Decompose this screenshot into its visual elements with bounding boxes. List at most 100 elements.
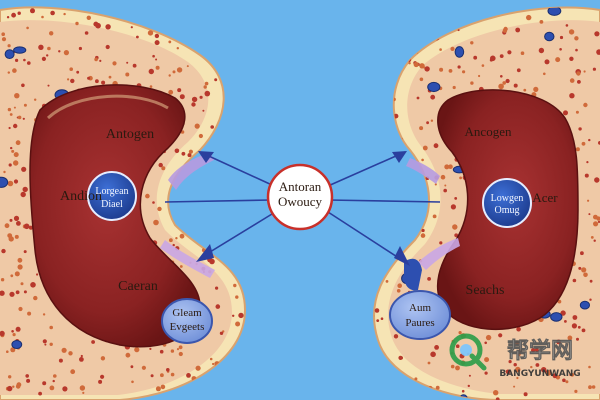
cell-dot bbox=[179, 94, 185, 100]
cell-dot bbox=[7, 107, 12, 112]
cell-dot bbox=[136, 35, 139, 39]
center-node: Antoran Owoucy bbox=[266, 163, 334, 231]
cell-dot bbox=[49, 325, 53, 330]
cell-dot bbox=[91, 340, 95, 344]
cell-dot bbox=[179, 265, 183, 268]
cell-dot bbox=[94, 57, 98, 62]
cell-dot bbox=[424, 66, 430, 72]
cell-dot bbox=[23, 223, 30, 230]
cell-dot bbox=[145, 193, 150, 199]
watermark: 帮学网 BANGYUNWANG bbox=[449, 333, 581, 379]
cell-dot bbox=[148, 68, 154, 75]
cell-dot bbox=[69, 67, 73, 71]
cell-dot bbox=[559, 35, 564, 40]
cell-dot bbox=[575, 147, 580, 152]
cell-dot bbox=[467, 384, 470, 388]
cell-dot bbox=[9, 218, 13, 222]
cell-dot bbox=[454, 197, 458, 200]
cell-dot bbox=[17, 264, 23, 270]
cell-dot bbox=[513, 385, 516, 388]
watermark-logo-icon bbox=[449, 333, 487, 371]
cell-dot bbox=[149, 347, 152, 350]
cell-dot bbox=[439, 241, 443, 245]
cell-dot bbox=[7, 71, 10, 74]
right-label-lower: Seachs bbox=[466, 283, 505, 298]
cell-dot bbox=[134, 347, 140, 353]
cell-dot bbox=[570, 372, 575, 377]
cell-dot bbox=[430, 94, 436, 100]
cell-dot bbox=[194, 123, 200, 129]
cell-dot bbox=[232, 314, 235, 317]
connector-arrowheads bbox=[196, 151, 410, 266]
cell-dot bbox=[580, 251, 584, 256]
cell-dot bbox=[126, 61, 129, 64]
cell-dot bbox=[169, 238, 173, 243]
cell-dot bbox=[13, 152, 19, 158]
cell-dot bbox=[565, 24, 569, 27]
cell-dot bbox=[21, 166, 27, 172]
cell-dot bbox=[21, 83, 25, 88]
cell-dot bbox=[0, 278, 5, 282]
cell-dot bbox=[458, 331, 462, 335]
cell-dot bbox=[42, 313, 46, 316]
cell-dot bbox=[419, 77, 424, 82]
cell-dot bbox=[125, 72, 130, 77]
cell-dot bbox=[177, 88, 182, 93]
cell-dot bbox=[108, 75, 112, 79]
cell-dot bbox=[187, 153, 192, 158]
cell-dot bbox=[578, 266, 582, 270]
cell-dot bbox=[68, 351, 73, 356]
cell-dot bbox=[215, 304, 221, 309]
cell-dot bbox=[13, 179, 19, 184]
cell-dot bbox=[76, 70, 80, 74]
cell-dot bbox=[20, 191, 26, 198]
cell-dot bbox=[505, 78, 510, 84]
cell-dot bbox=[209, 258, 215, 265]
cell-dot bbox=[233, 283, 237, 288]
cell-dot bbox=[498, 83, 504, 90]
watermark-en: BANGYUNWANG bbox=[499, 369, 580, 379]
cell-dot bbox=[147, 30, 154, 36]
vessel-dot bbox=[0, 176, 9, 188]
cell-dot bbox=[47, 46, 51, 51]
cell-dot bbox=[523, 88, 527, 92]
cell-dot bbox=[572, 278, 577, 283]
cell-dot bbox=[590, 236, 594, 239]
left-label-mid: Andion bbox=[60, 189, 102, 204]
cell-dot bbox=[572, 315, 578, 320]
cell-dot bbox=[560, 310, 566, 316]
cell-dot bbox=[179, 233, 185, 239]
cell-dot bbox=[430, 351, 436, 358]
cell-dot bbox=[15, 140, 21, 146]
cell-dot bbox=[502, 81, 507, 85]
cell-dot bbox=[214, 78, 218, 82]
cell-dot bbox=[562, 378, 566, 383]
cell-dot bbox=[160, 373, 164, 378]
cell-dot bbox=[396, 289, 401, 293]
cell-dot bbox=[552, 373, 558, 379]
cell-dot bbox=[12, 68, 17, 73]
cell-dot bbox=[10, 347, 16, 353]
center-node-label-line1: Antoran bbox=[279, 179, 322, 194]
cell-dot bbox=[505, 369, 511, 375]
cell-dot bbox=[577, 80, 581, 84]
cell-dot bbox=[62, 386, 68, 392]
cell-dot bbox=[204, 81, 209, 86]
cell-dot bbox=[533, 86, 539, 92]
cell-dot bbox=[517, 352, 521, 357]
cell-dot bbox=[84, 31, 89, 35]
cell-dot bbox=[8, 163, 12, 167]
cell-dot bbox=[158, 162, 163, 168]
right-blue-node-line2: Omug bbox=[495, 205, 520, 216]
cell-dot bbox=[125, 352, 131, 358]
cell-dot bbox=[586, 161, 589, 164]
cell-dot bbox=[11, 12, 16, 18]
vessel-dot bbox=[544, 31, 555, 42]
cell-dot bbox=[397, 283, 403, 289]
cell-dot bbox=[484, 371, 488, 375]
cell-dot bbox=[581, 328, 586, 333]
cell-dot bbox=[36, 273, 39, 276]
cell-dot bbox=[380, 317, 384, 321]
cell-dot bbox=[86, 15, 92, 20]
